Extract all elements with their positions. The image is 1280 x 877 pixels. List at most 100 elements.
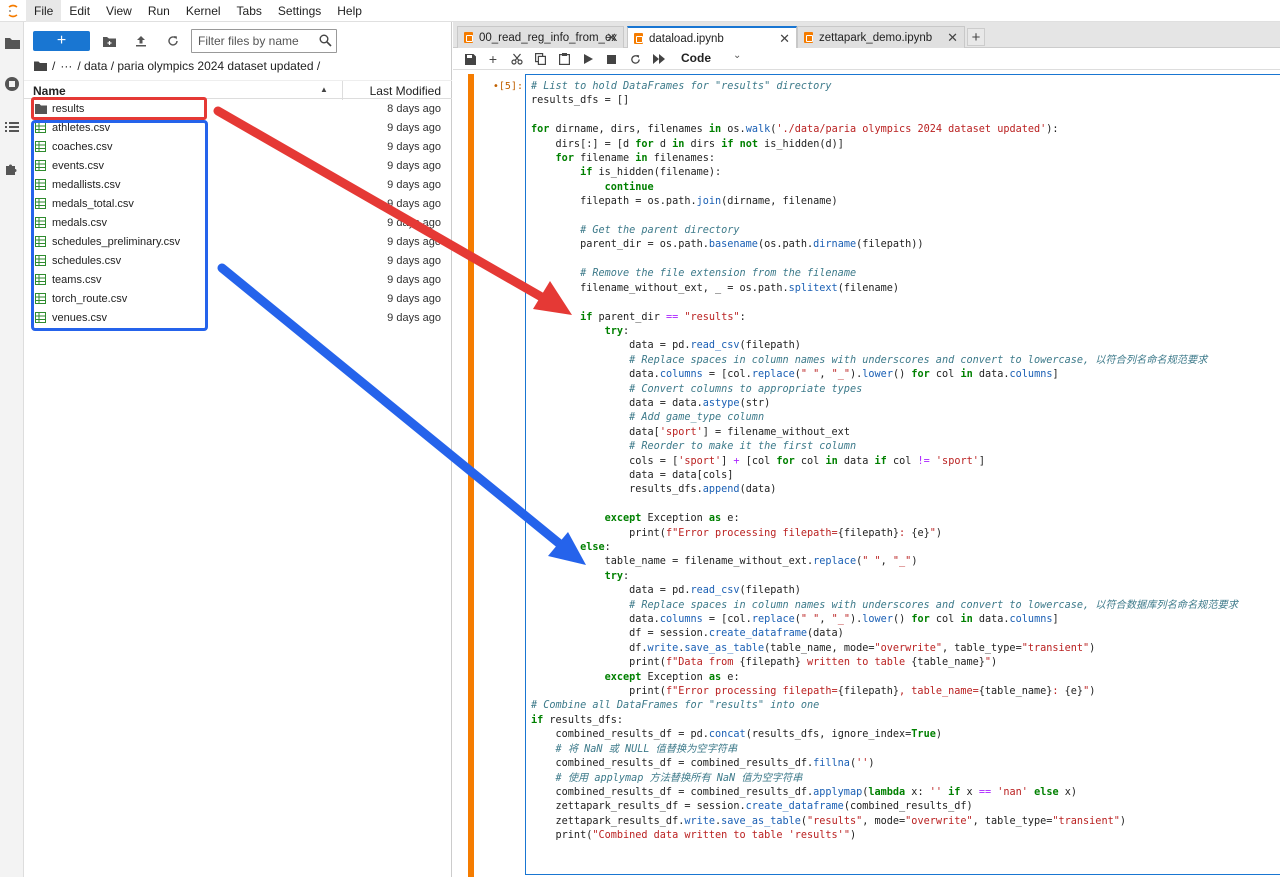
menu-view[interactable]: View: [106, 3, 132, 18]
table-of-contents-icon[interactable]: [3, 118, 21, 136]
file-modified: 9 days ago: [387, 141, 441, 153]
file-modified: 9 days ago: [387, 179, 441, 191]
upload-icon[interactable]: [132, 32, 150, 50]
file-modified: 9 days ago: [387, 236, 441, 248]
file-modified: 9 days ago: [387, 122, 441, 134]
save-icon[interactable]: [462, 51, 478, 67]
code-content[interactable]: # List to hold DataFrames for "results" …: [531, 81, 1238, 842]
menu-run[interactable]: Run: [147, 3, 170, 18]
notebook-icon: [804, 32, 813, 43]
notebook-toolbar: + Code ⌄: [453, 48, 1280, 70]
spreadsheet-icon: [35, 293, 47, 305]
filter-files-input[interactable]: [192, 30, 312, 52]
menu-file[interactable]: File: [26, 0, 62, 22]
menu-edit[interactable]: Edit: [69, 3, 91, 18]
file-name: medals_total.csv: [52, 198, 134, 210]
menu-help[interactable]: Help: [337, 3, 362, 18]
spreadsheet-icon: [35, 160, 47, 172]
spreadsheet-icon: [35, 255, 47, 267]
search-icon: [319, 34, 332, 50]
close-icon[interactable]: ✕: [779, 31, 790, 46]
menu-bar: File Edit View Run Kernel Tabs Settings …: [0, 0, 1280, 22]
stop-kernel-icon[interactable]: [603, 51, 619, 67]
tab-dataload[interactable]: dataload.ipynb ✕: [627, 26, 797, 49]
chevron-down-icon[interactable]: ⌄: [733, 50, 742, 61]
file-name: torch_route.csv: [52, 293, 128, 305]
notebook-content: •[5]: # List to hold DataFrames for "res…: [453, 70, 1280, 877]
file-name: schedules.csv: [52, 255, 122, 267]
menu-settings[interactable]: Settings: [277, 3, 322, 18]
cell-type-select[interactable]: Code: [681, 51, 711, 65]
file-modified: 9 days ago: [387, 293, 441, 305]
file-name: results: [52, 103, 85, 115]
breadcrumb-path[interactable]: / data / paria olympics 2024 dataset upd…: [77, 59, 321, 73]
insert-cell-icon[interactable]: +: [488, 51, 498, 67]
file-modified: 8 days ago: [387, 103, 441, 115]
breadcrumb: / ··· / data / paria olympics 2024 datas…: [34, 58, 325, 74]
column-divider[interactable]: [342, 81, 343, 100]
notebook-icon: [464, 32, 473, 43]
active-cell-indicator[interactable]: [468, 74, 474, 877]
close-icon[interactable]: ✕: [606, 30, 617, 45]
file-name: athletes.csv: [52, 122, 111, 134]
file-modified: 9 days ago: [387, 255, 441, 267]
file-list-header: Name ▲ Last Modified: [24, 80, 452, 100]
file-browser-toolbar: +: [24, 22, 452, 60]
cell-prompt: •[5]:: [492, 81, 523, 92]
file-modified: 9 days ago: [387, 160, 441, 172]
spreadsheet-icon: [35, 198, 47, 210]
results-folder-highlight: [31, 97, 207, 120]
new-folder-icon[interactable]: [100, 32, 118, 50]
tab-label: 00_read_reg_info_from_ex: [479, 31, 618, 44]
csv-files-highlight: [31, 120, 208, 331]
tab-zettapark-demo[interactable]: zettapark_demo.ipynb ✕: [797, 26, 965, 48]
running-kernels-icon[interactable]: [3, 75, 21, 93]
spreadsheet-icon: [35, 274, 47, 286]
activity-bar: [0, 22, 24, 877]
close-icon[interactable]: ✕: [947, 30, 958, 45]
code-cell-editor[interactable]: # List to hold DataFrames for "results" …: [525, 74, 1280, 875]
file-name: venues.csv: [52, 312, 108, 324]
tab-read-reg-info[interactable]: 00_read_reg_info_from_ex ✕: [457, 26, 624, 48]
paste-icon[interactable]: [556, 51, 572, 67]
file-name: schedules_preliminary.csv: [52, 236, 181, 248]
file-name: coaches.csv: [52, 141, 113, 153]
notebook-icon: [634, 33, 643, 44]
spreadsheet-icon: [35, 141, 47, 153]
sort-ascending-icon[interactable]: ▲: [320, 85, 328, 94]
spreadsheet-icon: [35, 179, 47, 191]
file-name: events.csv: [52, 160, 104, 172]
folder-icon[interactable]: [3, 34, 21, 52]
spreadsheet-icon: [35, 312, 47, 324]
breadcrumb-root[interactable]: /: [52, 59, 56, 73]
file-modified: 9 days ago: [387, 198, 441, 210]
copy-icon[interactable]: [532, 51, 548, 67]
cut-icon[interactable]: [509, 51, 525, 67]
restart-run-all-icon[interactable]: [651, 51, 667, 67]
file-name: medallists.csv: [52, 179, 121, 191]
spreadsheet-icon: [35, 236, 47, 248]
breadcrumb-ellipsis[interactable]: ···: [60, 59, 73, 73]
column-last-modified-header[interactable]: Last Modified: [369, 84, 441, 98]
new-tab-button[interactable]: +: [967, 28, 985, 46]
file-modified: 9 days ago: [387, 274, 441, 286]
file-modified: 9 days ago: [387, 217, 441, 229]
tab-label: zettapark_demo.ipynb: [819, 31, 933, 44]
menu-kernel[interactable]: Kernel: [185, 3, 221, 18]
spreadsheet-icon: [35, 217, 47, 229]
new-launcher-button[interactable]: +: [33, 31, 90, 51]
file-modified: 9 days ago: [387, 312, 441, 324]
run-cell-icon[interactable]: [580, 51, 596, 67]
tab-bar: 00_read_reg_info_from_ex ✕ dataload.ipyn…: [453, 22, 1280, 49]
menu-tabs[interactable]: Tabs: [236, 3, 262, 18]
filter-files-box[interactable]: [191, 29, 337, 53]
tab-label: dataload.ipynb: [649, 32, 724, 45]
breadcrumb-root-folder-icon[interactable]: [34, 61, 47, 71]
notebook-panel: 00_read_reg_info_from_ex ✕ dataload.ipyn…: [453, 22, 1280, 877]
file-name: teams.csv: [52, 274, 102, 286]
extensions-puzzle-icon[interactable]: [3, 160, 21, 178]
restart-kernel-icon[interactable]: [627, 51, 643, 67]
jupyter-logo-icon: [0, 0, 26, 22]
refresh-icon[interactable]: [164, 32, 182, 50]
column-name-header[interactable]: Name: [33, 84, 66, 98]
